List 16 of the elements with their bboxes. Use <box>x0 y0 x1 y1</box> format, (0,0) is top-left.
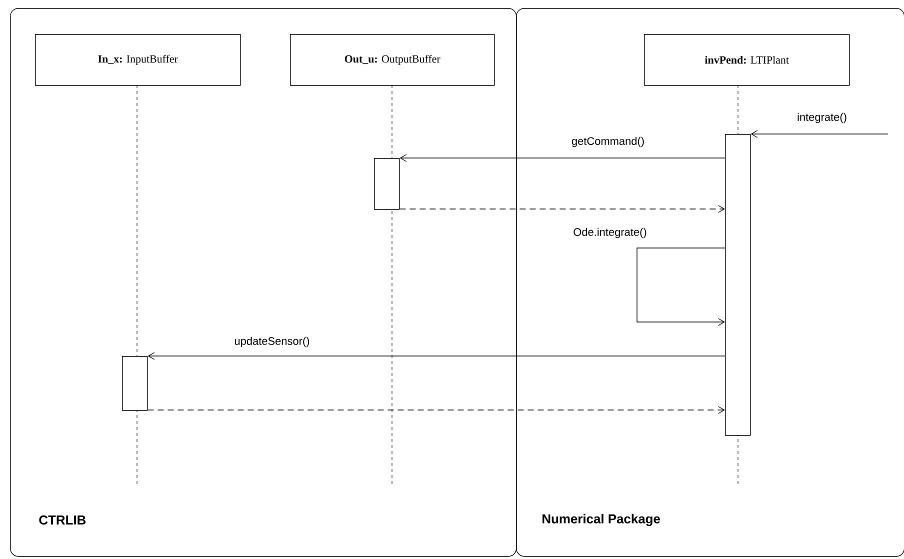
object-box: invPend: LTIPlant <box>644 34 850 86</box>
message-arrow <box>399 205 725 213</box>
message-label: integrate() <box>796 112 848 124</box>
message-label: updateSensor() <box>233 336 311 348</box>
message-arrow <box>636 248 726 326</box>
object-box: In_x: InputBuffer <box>35 34 241 86</box>
activation-bar <box>725 134 751 436</box>
message-arrow <box>147 406 725 414</box>
activation-bar <box>122 356 148 411</box>
message-label: Ode.integrate() <box>572 226 648 240</box>
activation-bar <box>374 158 400 210</box>
message-arrow <box>400 154 726 162</box>
message-arrow <box>750 130 888 138</box>
object-box: Out_u: OutputBuffer <box>290 34 495 86</box>
message-arrow <box>148 352 726 360</box>
message-label: getCommand() <box>570 136 646 148</box>
